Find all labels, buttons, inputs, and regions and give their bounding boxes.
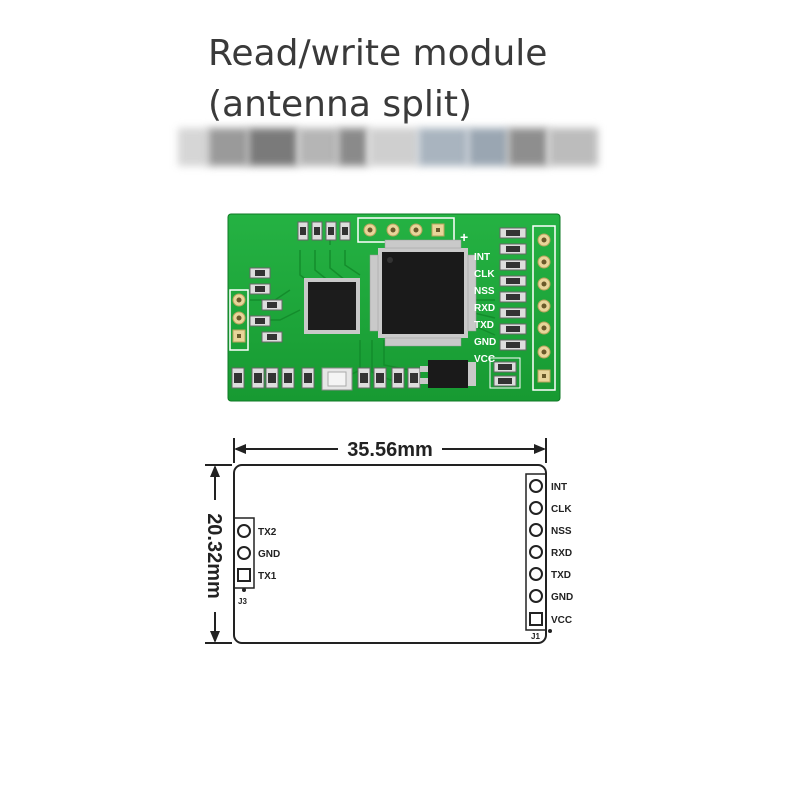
left-header-j3 xyxy=(233,517,255,592)
voltage-regulator xyxy=(420,360,476,388)
secondary-ic-chip xyxy=(304,278,360,334)
j3-ref-label: J3 xyxy=(238,597,247,606)
board-pin-label: GND xyxy=(474,337,496,348)
j1-pin-label: TXD xyxy=(551,570,571,581)
title-line-2: (antenna split) xyxy=(208,84,473,125)
j1-pin-label: NSS xyxy=(551,526,572,537)
j1-pin-label: CLK xyxy=(551,504,572,515)
board-pin-label: CLK xyxy=(474,269,495,280)
height-dimension-label: 20.32mm xyxy=(203,513,225,599)
right-header-pads xyxy=(532,225,556,391)
j3-pin-label: TX1 xyxy=(258,571,277,582)
obscured-text-region xyxy=(178,128,598,166)
j1-pin-label: GND xyxy=(551,592,573,603)
right-header-j1 xyxy=(525,473,552,633)
board-pin-label: NSS xyxy=(474,286,495,297)
j1-pin-label: RXD xyxy=(551,548,572,559)
board-pin-label: VCC xyxy=(474,354,495,365)
title-line-1: Read/write module xyxy=(208,33,548,74)
top-smd-components xyxy=(297,221,351,241)
module-outline xyxy=(233,464,547,644)
j1-pin-label: VCC xyxy=(551,615,572,626)
width-dimension-label: 35.56mm xyxy=(347,439,433,461)
left-header-pads xyxy=(229,289,249,351)
j1-pin-label: INT xyxy=(551,482,567,493)
j3-pin-label: GND xyxy=(258,549,280,560)
left-smd-components xyxy=(249,267,283,343)
plus-mark: + xyxy=(460,229,468,245)
main-ic-chip xyxy=(369,239,477,347)
j1-ref-label: J1 xyxy=(531,632,540,641)
board-pin-label: TXD xyxy=(474,320,494,331)
board-pin-label: RXD xyxy=(474,303,495,314)
right-smd-components xyxy=(489,227,527,389)
j3-pin-label: TX2 xyxy=(258,527,277,538)
board-pin-label: INT xyxy=(474,252,490,263)
bottom-smd-components xyxy=(231,367,421,391)
